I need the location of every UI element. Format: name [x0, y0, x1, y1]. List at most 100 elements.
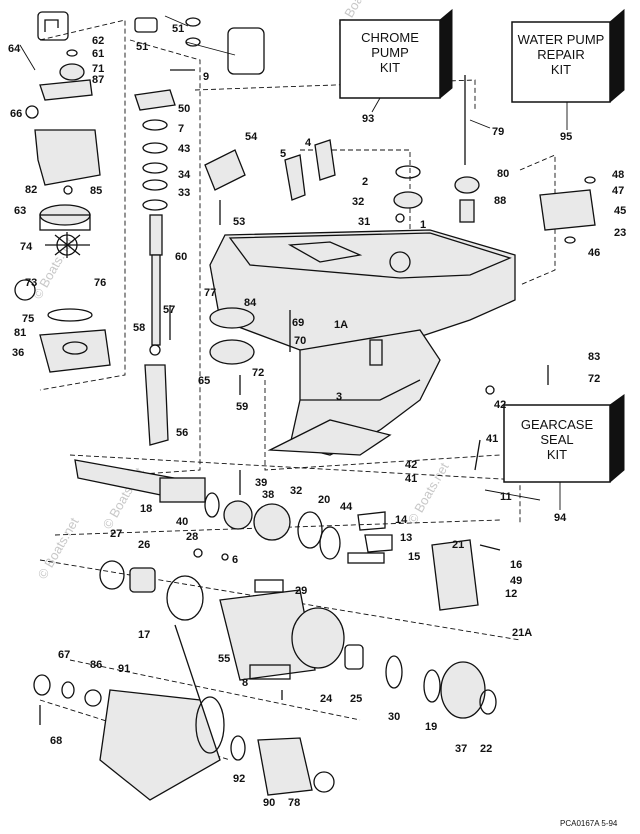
chrome-pump-kit: CHROME PUMP KIT [340, 20, 440, 98]
callout: 87 [92, 74, 104, 86]
callout: 67 [58, 649, 70, 661]
callout: 55 [218, 653, 230, 665]
callout: 57 [163, 304, 175, 316]
water-pump-repair-kit: WATER PUMP REPAIR KIT [512, 22, 610, 102]
callout: 9 [203, 71, 209, 83]
callout: 7 [178, 123, 184, 135]
callout: 75 [22, 313, 34, 325]
callout: 56 [176, 427, 188, 439]
callout: 29 [295, 585, 307, 597]
callout: 17 [138, 629, 150, 641]
callout: 61 [92, 48, 104, 60]
callout: 18 [140, 503, 152, 515]
callout: 41 [486, 433, 498, 445]
callout: 46 [588, 247, 600, 259]
callout: 82 [25, 184, 37, 196]
callout: 43 [178, 143, 190, 155]
callout: 32 [352, 196, 364, 208]
callout: 91 [118, 663, 130, 675]
callout: 37 [455, 743, 467, 755]
callout: 72 [588, 373, 600, 385]
callout: 21A [512, 627, 532, 639]
callout: 59 [236, 401, 248, 413]
callout: 79 [492, 126, 504, 138]
callout: 2 [362, 176, 368, 188]
kit-box-graphics [339, 8, 625, 510]
callout: 48 [612, 169, 624, 181]
callout: 73 [25, 277, 37, 289]
gearcase-housing [209, 229, 516, 456]
callout: 58 [133, 322, 145, 334]
callout: 76 [94, 277, 106, 289]
callout: 92 [233, 773, 245, 785]
callout: 40 [176, 516, 188, 528]
mid-section-parts [204, 75, 596, 395]
callout: 42 [405, 459, 417, 471]
callout: 34 [178, 169, 191, 181]
callout: 69 [292, 317, 304, 329]
lower-gear-parts [74, 439, 501, 719]
callout: 26 [138, 539, 150, 551]
callout: 44 [340, 501, 353, 513]
driveshaft-parts [134, 17, 265, 446]
callout: 45 [614, 205, 626, 217]
callout: 80 [497, 168, 509, 180]
callout: 13 [400, 532, 412, 544]
callout: 68 [50, 735, 62, 747]
callout: 39 [255, 477, 267, 489]
callout: 21 [452, 539, 464, 551]
propeller-parts [33, 624, 335, 801]
callout: 66 [10, 108, 22, 120]
callout: 4 [305, 137, 312, 149]
watermark: © Boats.net [35, 515, 82, 582]
callout: 60 [175, 251, 187, 263]
callout: 6 [232, 554, 238, 566]
callout: 63 [14, 205, 26, 217]
callout: 28 [186, 531, 198, 543]
callout: 30 [388, 711, 400, 723]
callout: 31 [358, 216, 370, 228]
callout: 25 [350, 693, 362, 705]
callout: 22 [480, 743, 492, 755]
part-callouts: 64 62 61 71 87 66 82 85 63 74 73 76 75 8… [8, 23, 626, 809]
callout: 51 [172, 23, 184, 35]
diagram-code: PCA0167A 5-94 [560, 819, 618, 828]
callout: 27 [110, 528, 122, 540]
callout: 19 [425, 721, 437, 733]
callout: 81 [14, 327, 26, 339]
callout: 71 [92, 63, 104, 75]
callout: 51 [136, 41, 148, 53]
callout: 93 [362, 113, 374, 125]
leader-lines [19, 15, 541, 501]
callout: 15 [408, 551, 420, 563]
callout: 65 [198, 375, 210, 387]
callout: 3 [336, 391, 342, 403]
callout: 16 [510, 559, 522, 571]
callout: 72 [252, 367, 264, 379]
callout: 42 [494, 399, 506, 411]
callout: 11 [500, 491, 512, 503]
callout: 49 [510, 575, 522, 587]
water-pump-parts [14, 11, 111, 373]
callout: 90 [263, 797, 275, 809]
callout: 94 [554, 512, 567, 524]
kit-label: GEARCASE SEAL KIT [520, 417, 594, 462]
callout: 78 [288, 797, 300, 809]
callout: 12 [505, 588, 517, 600]
callout: 85 [90, 185, 102, 197]
callout: 62 [92, 35, 104, 47]
callout: 70 [294, 335, 306, 347]
kit-label: WATER PUMP REPAIR KIT [517, 32, 605, 77]
kit-label: CHROME PUMP KIT [361, 30, 419, 75]
callout: 14 [395, 514, 408, 526]
callout: 47 [612, 185, 624, 197]
callout: 88 [494, 195, 506, 207]
callout: 1A [334, 319, 348, 331]
callout: 36 [12, 347, 24, 359]
callout: 1 [420, 219, 426, 231]
callout: 95 [560, 131, 572, 143]
callout: 77 [204, 287, 216, 299]
callout: 23 [614, 227, 626, 239]
callout: 20 [318, 494, 330, 506]
